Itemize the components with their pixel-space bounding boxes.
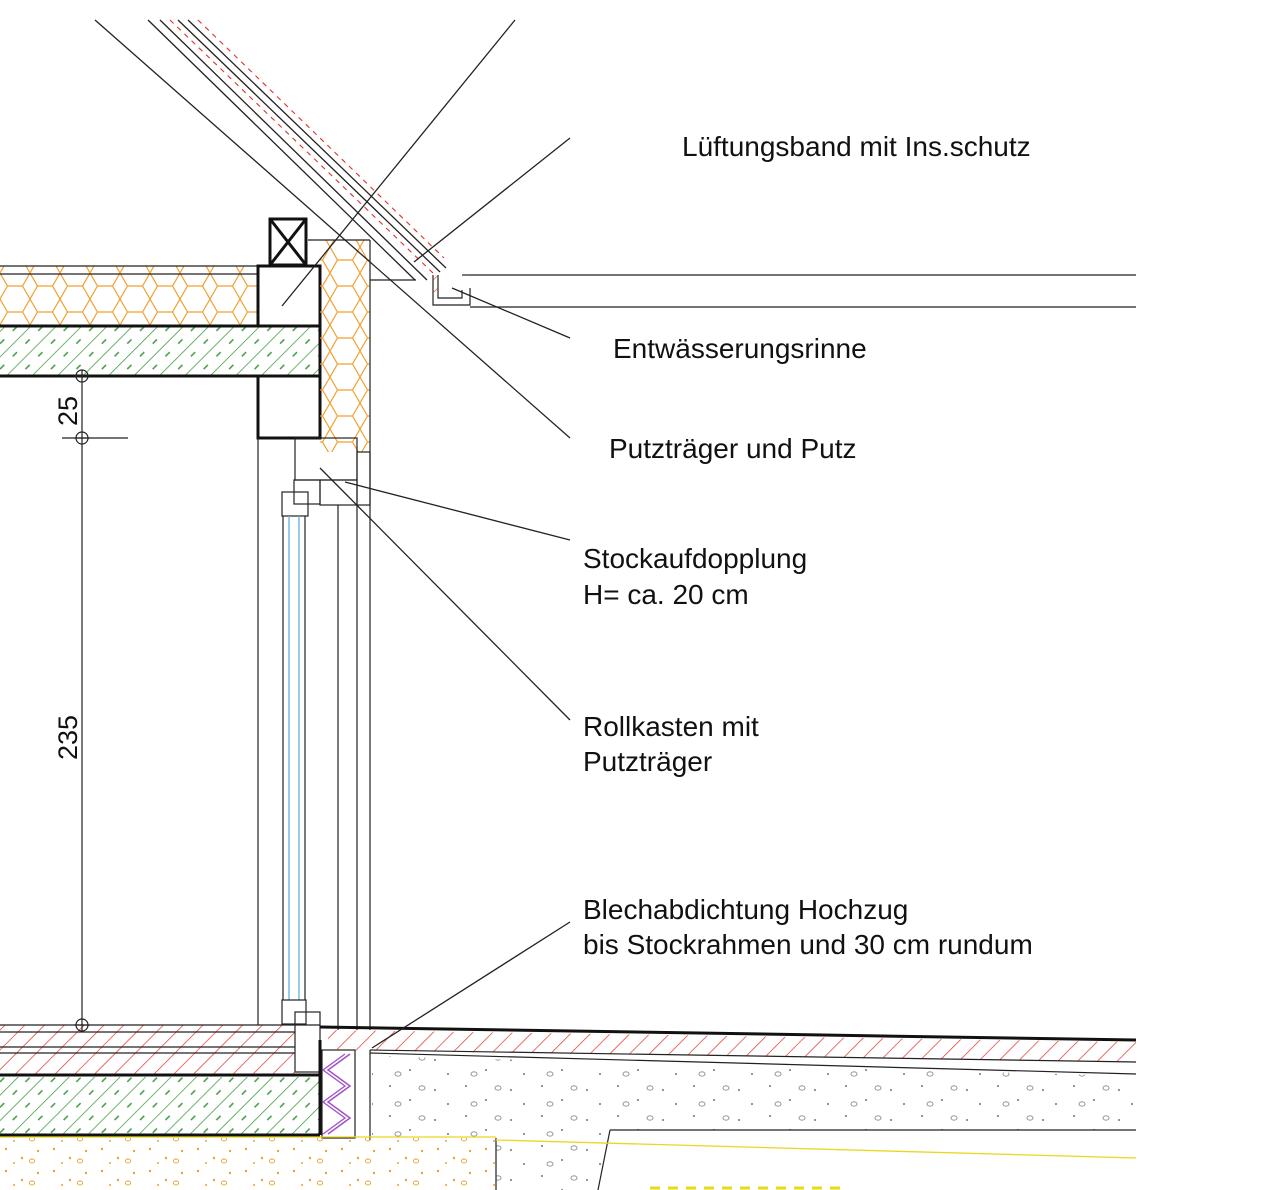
leader-rollkasten bbox=[319, 467, 571, 721]
label-blech-line2: bis Stockrahmen und 30 cm rundum bbox=[583, 929, 1033, 960]
roof-slope bbox=[147, 19, 447, 281]
leader-putztraeger bbox=[94, 19, 571, 439]
gutter bbox=[432, 274, 1136, 308]
label-entwaesserung: Entwässerungsrinne bbox=[613, 333, 867, 364]
leader-lueftungsband bbox=[413, 137, 571, 263]
label-rollkasten-line2: Putzträger bbox=[583, 746, 712, 777]
label-stock-line1: Stockaufdopplung bbox=[583, 543, 807, 574]
leader-blech bbox=[371, 921, 571, 1049]
top-slab bbox=[0, 324, 320, 378]
label-blech-line1: Blechabdichtung Hochzug bbox=[583, 894, 908, 925]
seal-zigzag bbox=[321, 1049, 356, 1139]
ground-fill bbox=[0, 1136, 1137, 1190]
leader-stock bbox=[344, 481, 571, 541]
label-stock-line2: H= ca. 20 cm bbox=[583, 579, 749, 610]
wall-insulation bbox=[308, 239, 416, 505]
leader-roof-left bbox=[281, 19, 516, 307]
top-insulation bbox=[0, 265, 258, 326]
dimension-top: 25 bbox=[53, 396, 83, 426]
leader-entwaesserung bbox=[451, 287, 571, 339]
terrace-surface bbox=[319, 1025, 1137, 1190]
dimension-main: 235 bbox=[53, 715, 83, 760]
label-rollkasten-line1: Rollkasten mit bbox=[583, 711, 759, 742]
lower-floor-left bbox=[0, 1024, 322, 1137]
leader-lines bbox=[94, 19, 571, 1049]
annotation-labels: Lüftungsband mit Ins.schutz Entwässerung… bbox=[583, 131, 1033, 960]
dimension-line: 25 235 bbox=[53, 369, 128, 1032]
crossed-box bbox=[268, 217, 308, 267]
window-frame bbox=[257, 438, 371, 1073]
label-lueftungsband: Lüftungsband mit Ins.schutz bbox=[682, 131, 1031, 162]
label-putztraeger: Putzträger und Putz bbox=[609, 433, 856, 464]
